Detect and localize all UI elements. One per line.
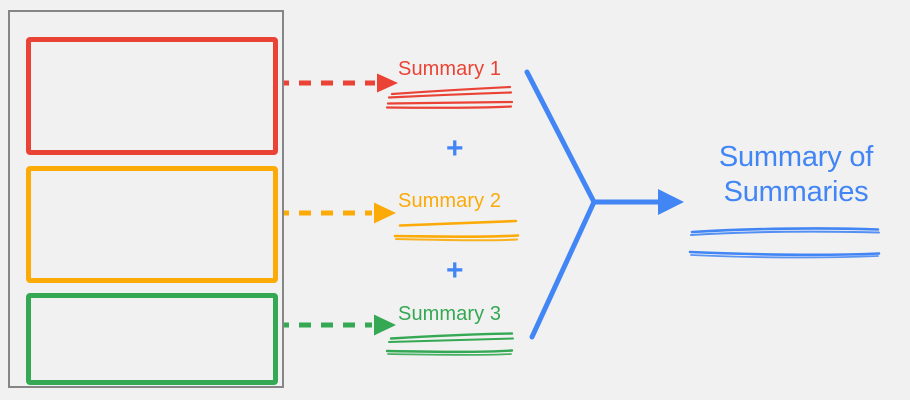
document-group-green[interactable] bbox=[26, 293, 278, 385]
plus-operator-1: + bbox=[446, 132, 464, 165]
document-group-orange[interactable] bbox=[26, 166, 278, 283]
dashed-arrow-summary-2 bbox=[277, 202, 396, 224]
document-group-red[interactable] bbox=[26, 37, 278, 155]
dashed-arrow-summary-1 bbox=[277, 73, 398, 93]
blue-merge-arrowhead bbox=[658, 189, 684, 215]
summary-1-squiggles bbox=[385, 85, 514, 109]
summary-1-label: Summary 1 bbox=[398, 58, 502, 80]
blue-merge-connector bbox=[524, 69, 663, 340]
plus-operator-2: + bbox=[446, 254, 464, 287]
final-summary-squiggles bbox=[688, 227, 881, 259]
summary-3-label: Summary 3 bbox=[398, 303, 502, 325]
summary-3-squiggles bbox=[385, 332, 514, 356]
summary-2-label: Summary 2 bbox=[398, 190, 502, 212]
document-container bbox=[8, 10, 284, 388]
final-summary-title: Summary of Summaries bbox=[690, 140, 902, 211]
final-summary-title-line-2: Summaries bbox=[723, 176, 869, 209]
final-summary-title-line-1: Summary of bbox=[718, 141, 874, 173]
summary-2-squiggles bbox=[393, 219, 520, 242]
dashed-arrow-summary-3 bbox=[277, 314, 396, 336]
